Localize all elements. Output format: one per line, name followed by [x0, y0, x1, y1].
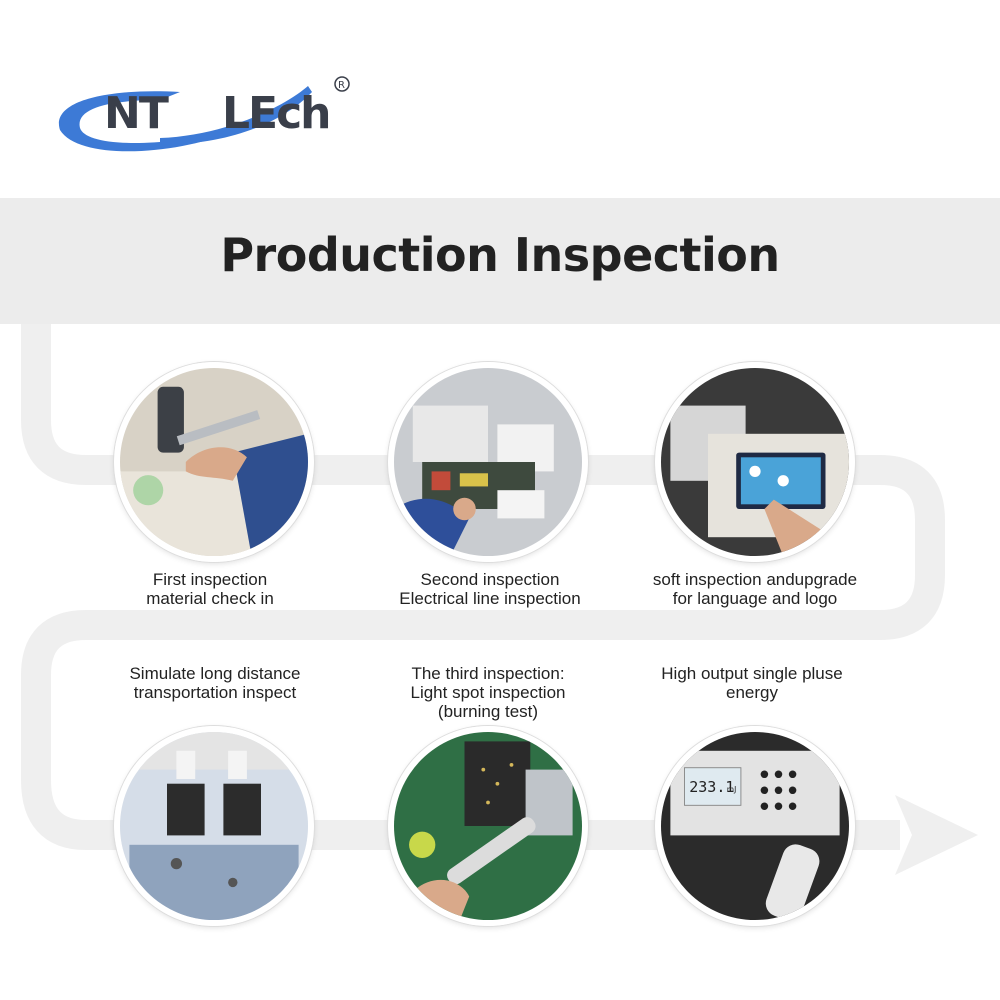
step-caption-soft-inspection: soft inspection andupgrade for language …	[652, 570, 858, 608]
caliper-measure-photo	[114, 362, 314, 562]
brand-logo: NT LEch R	[40, 70, 360, 170]
step-caption-first-inspection: First inspection material check in	[146, 570, 274, 608]
step-caption-transport-inspect: Simulate long distance transportation in…	[129, 664, 301, 702]
step-caption-third-inspection: The third inspection: Light spot inspect…	[410, 664, 566, 721]
registered-mark: R	[338, 80, 345, 91]
circuit-board-photo	[388, 362, 588, 562]
meter-readout: 233.1	[689, 778, 734, 796]
page-title: Production Inspection	[220, 228, 780, 282]
burning-test-photo	[388, 726, 588, 926]
logo-text: NT	[104, 88, 169, 139]
cntlech-logo-icon: NT LEch R	[58, 76, 350, 152]
energy-meter-photo: 233.1 mJ	[655, 726, 855, 926]
drop-test-photo	[114, 726, 314, 926]
step-caption-output-energy: High output single pluse energy	[661, 664, 843, 702]
svg-text:LEch: LEch	[222, 88, 330, 139]
meter-unit: mJ	[727, 785, 737, 794]
title-banner: Production Inspection	[0, 198, 1000, 324]
touchscreen-photo	[655, 362, 855, 562]
step-caption-second-inspection: Second inspection Electrical line inspec…	[399, 570, 581, 608]
flow-arrowhead	[895, 795, 978, 875]
